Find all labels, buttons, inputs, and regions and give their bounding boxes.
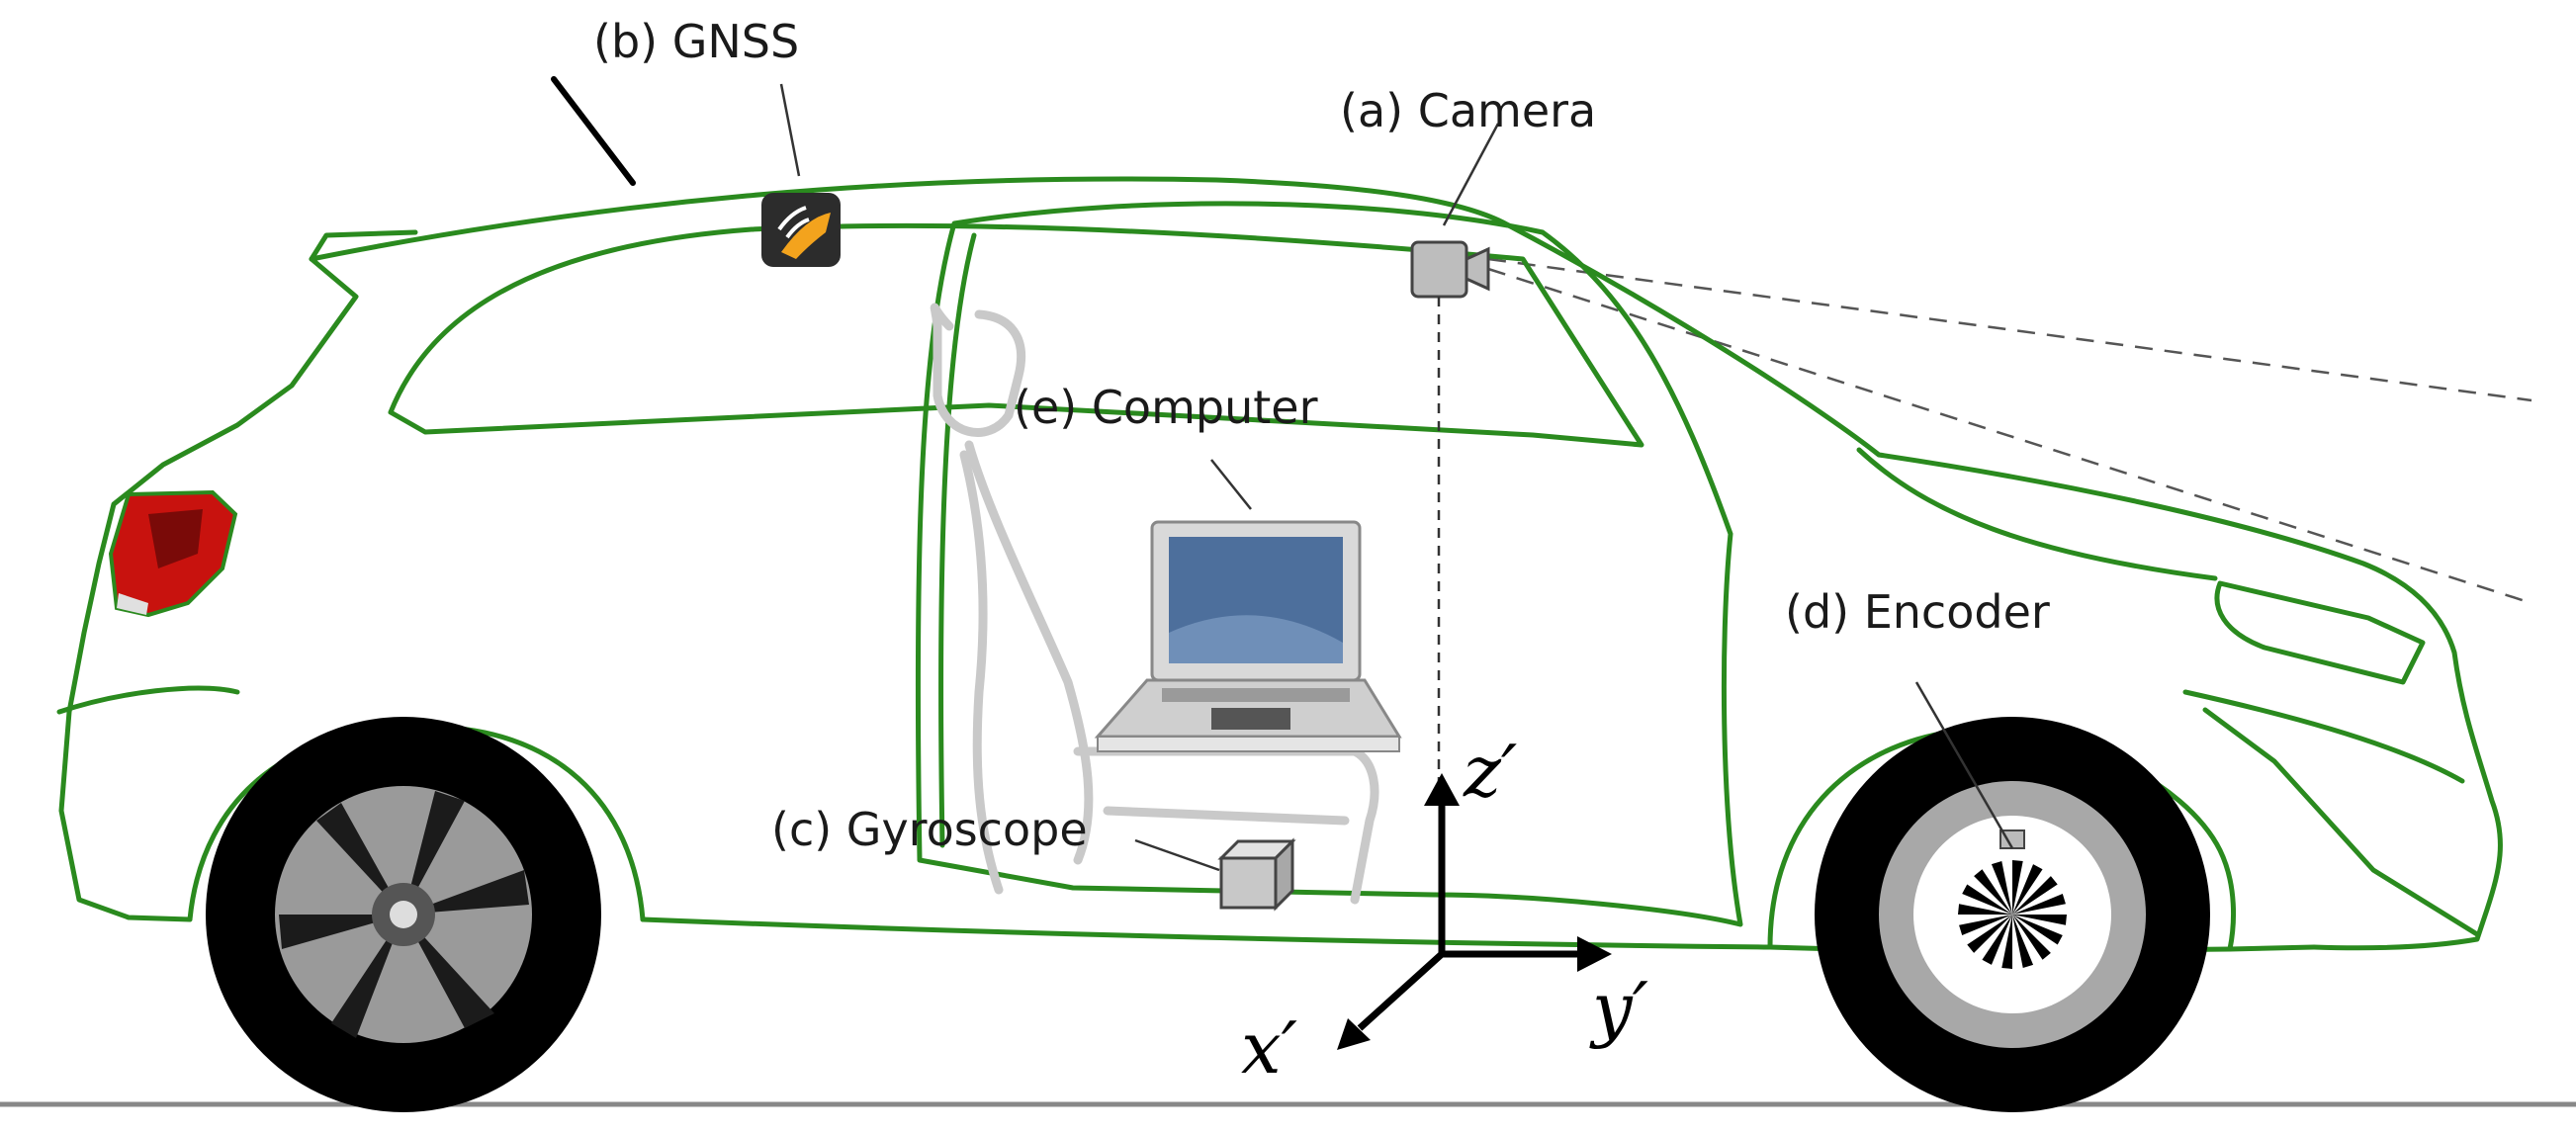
label-encoder: (d) Encoder xyxy=(1785,585,2050,639)
encoder-segment xyxy=(2001,915,2012,969)
encoder-segment xyxy=(1962,884,2012,915)
camera-field-of-view xyxy=(1487,257,2532,605)
encoder-segment xyxy=(1959,915,2012,936)
tail-light xyxy=(108,489,238,618)
encoder-segment xyxy=(2012,864,2043,915)
car-body-outline xyxy=(56,176,2503,953)
laptop-icon xyxy=(1094,520,1402,752)
label-gnss: (b) GNSS xyxy=(593,15,799,68)
encoder-segment xyxy=(1974,869,2012,915)
coordinate-axes xyxy=(1337,773,1612,1050)
encoder-segment xyxy=(2012,915,2063,945)
label-computer: (e) Computer xyxy=(1014,381,1318,434)
axis-label-x: x′ xyxy=(1241,1006,1297,1090)
axis-label-y: y′ xyxy=(1589,967,1648,1050)
encoder-segment xyxy=(2012,915,2051,960)
encoder-segment xyxy=(2012,860,2023,915)
axis-label-z: z′ xyxy=(1463,730,1517,813)
antenna xyxy=(551,76,636,186)
encoder-segment xyxy=(2012,893,2066,915)
seat xyxy=(930,303,1379,905)
encoder-disc xyxy=(1958,829,2067,969)
encoder-segment xyxy=(1991,861,2012,915)
encoder-segment xyxy=(1958,904,2012,915)
leader-lines xyxy=(779,83,2014,872)
encoder-segment xyxy=(1967,915,2012,953)
encoder-segment xyxy=(2012,915,2034,968)
satellite-antenna-icon xyxy=(761,193,841,267)
encoder-segment xyxy=(2012,915,2067,925)
label-gyroscope: (c) Gyroscope xyxy=(771,803,1088,856)
video-camera-icon xyxy=(1410,240,1490,299)
encoder-segment xyxy=(1982,915,2012,965)
cube-icon xyxy=(1217,837,1296,912)
rear-wheel xyxy=(206,717,601,1112)
label-camera: (a) Camera xyxy=(1340,84,1596,137)
encoder-segment xyxy=(2012,876,2058,915)
